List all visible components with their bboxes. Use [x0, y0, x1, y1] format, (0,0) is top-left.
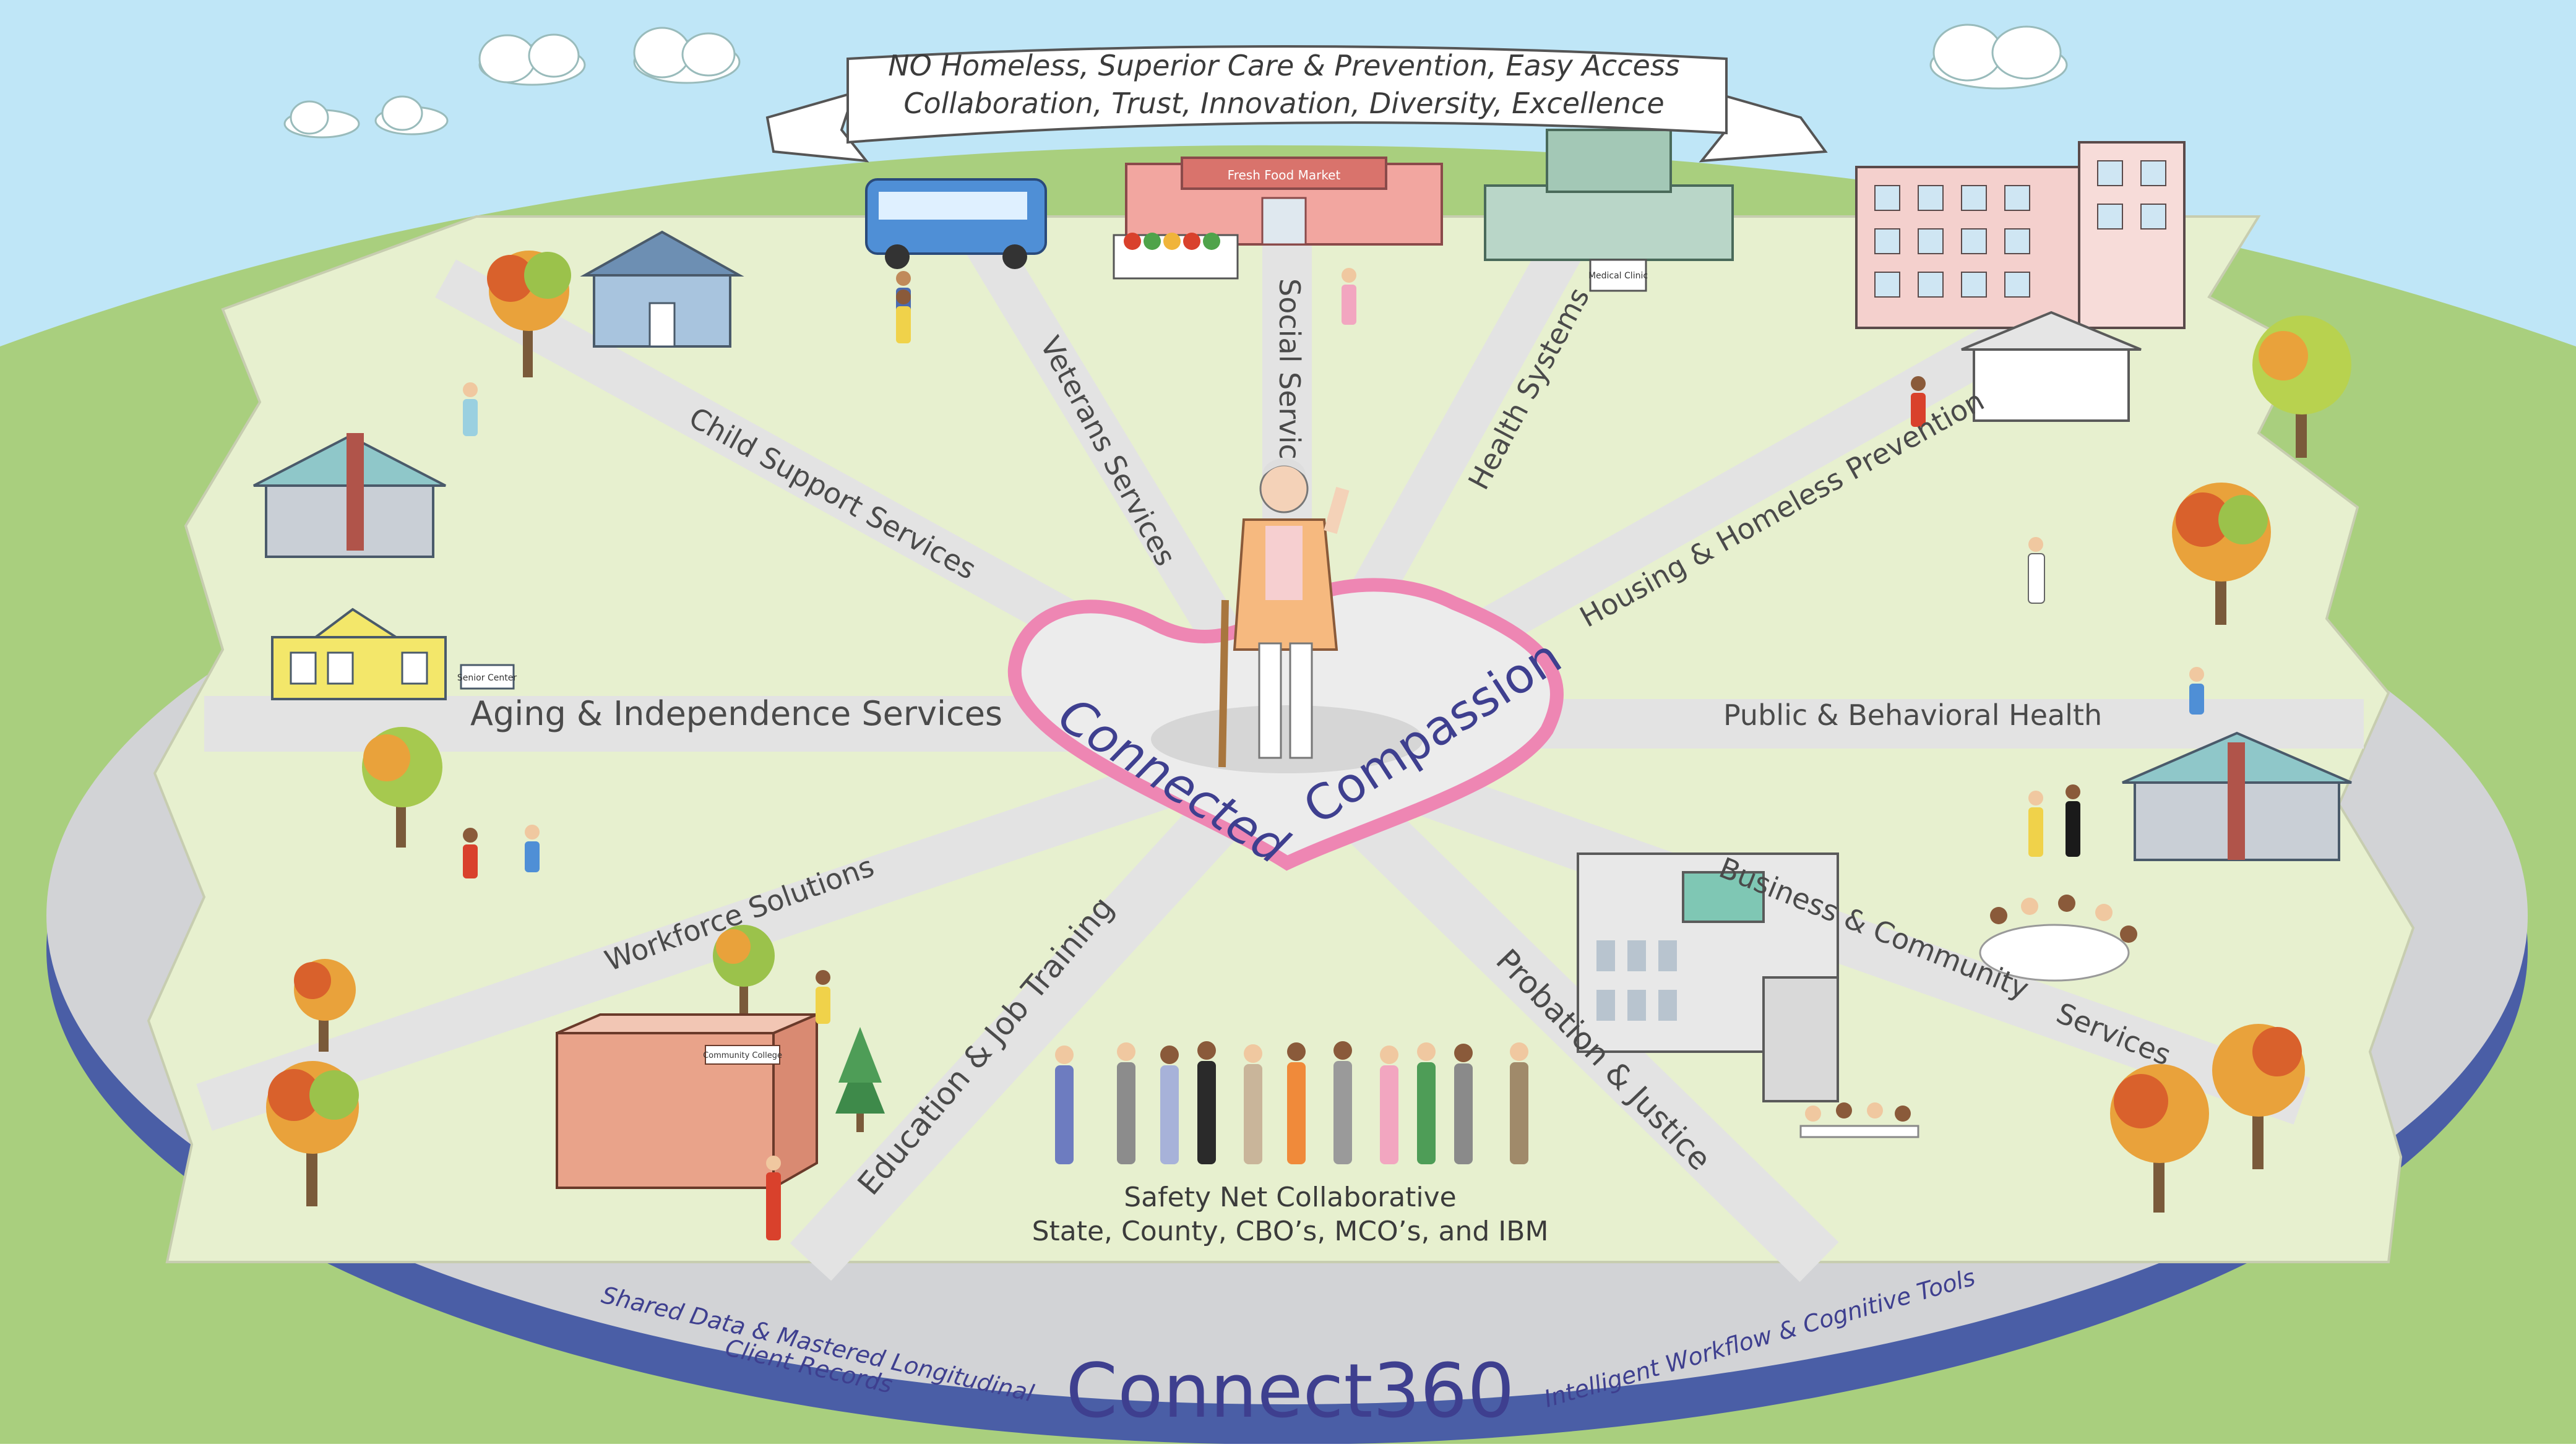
bus-icon [865, 178, 1047, 269]
label-social-services: Social Services [1273, 278, 1306, 492]
tree-icon [487, 251, 571, 377]
meeting-table [1799, 1102, 1919, 1138]
house-icon [2122, 731, 2352, 861]
person-icon [2189, 667, 2204, 715]
person-icon [766, 1156, 781, 1240]
tree-icon [362, 727, 442, 848]
trees [266, 251, 2351, 1213]
house-icon [580, 230, 744, 348]
person-icon [816, 970, 830, 1024]
clinic-building: Medical Clinic [1484, 129, 1734, 292]
cloud-icon [1929, 24, 2068, 90]
college-sign: Community College [703, 1051, 782, 1060]
cloud-icon [283, 100, 360, 139]
collaborative-group [1055, 1041, 1528, 1164]
person-icon [525, 825, 540, 872]
tree-icon [2172, 483, 2271, 625]
person-icon [1911, 376, 1926, 427]
apartment-building [1855, 141, 2186, 329]
cloud-icon [633, 27, 741, 84]
tree-icon [713, 925, 775, 1015]
senior-center-building: Senior Center [271, 608, 517, 700]
tree-icon [2252, 316, 2351, 458]
senior-center-sign: Senior Center [457, 673, 517, 683]
platform-name: Connect360 [1066, 1349, 1514, 1435]
cloud-icon [374, 95, 449, 135]
person-icon [1342, 268, 1356, 325]
label-aging: Aging & Independence Services [470, 694, 1002, 733]
house-icon [1961, 311, 2142, 422]
tree-icon [266, 1061, 359, 1206]
cloud-icon [478, 33, 586, 86]
tree-icon [2212, 1024, 2305, 1169]
meeting-group [1979, 895, 2137, 982]
tree-icon [2110, 1064, 2209, 1213]
person-icon [2028, 791, 2043, 857]
person-icon [463, 828, 478, 878]
banner-line-1: NO Homeless, Superior Care & Prevention,… [888, 49, 1680, 82]
market-building: Fresh Food Market [1113, 157, 1443, 280]
college-building: Community College [556, 1012, 818, 1190]
person-icon [896, 290, 911, 343]
collaborative-subtitle: State, County, CBO’s, MCO’s, and IBM [1032, 1216, 1549, 1247]
tree-icon [835, 1027, 885, 1132]
collaborative-title: Safety Net Collaborative [1124, 1182, 1457, 1213]
person-icon [2028, 537, 2045, 604]
courthouse-building [1577, 852, 1839, 1102]
clouds [283, 24, 2068, 139]
market-sign: Fresh Food Market [1228, 168, 1341, 182]
house-icon [253, 433, 446, 558]
label-public-health: Public & Behavioral Health [1723, 698, 2102, 732]
tree-icon [294, 959, 356, 1052]
values-banner: NO Homeless, Superior Care & Prevention,… [765, 45, 1828, 163]
grandmother-figure [1218, 458, 1350, 768]
buildings: Senior Center Fresh Food Market Medical … [253, 129, 2352, 1190]
person-icon [463, 382, 478, 436]
people [463, 268, 2204, 1240]
person-icon [2066, 784, 2080, 857]
banner-line-2: Collaboration, Trust, Innovation, Divers… [903, 87, 1664, 120]
clinic-sign: Medical Clinic [1588, 271, 1648, 281]
